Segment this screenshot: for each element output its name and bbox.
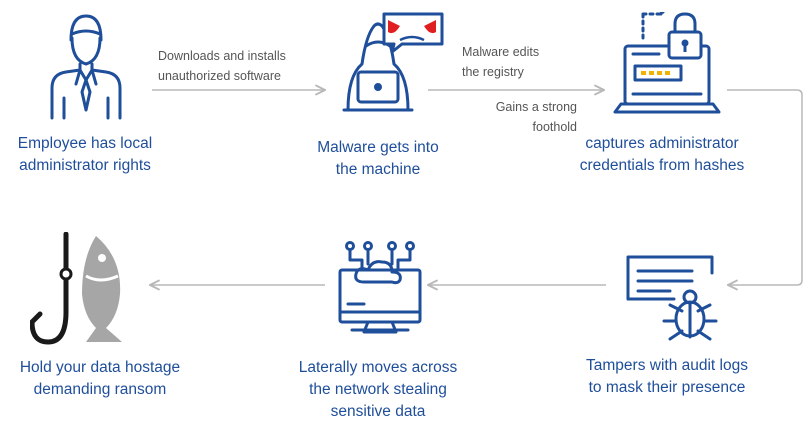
employee-icon	[50, 14, 122, 120]
node-lateral-line1: Laterally moves across	[298, 359, 458, 376]
node-malware-line1: Malware gets into	[317, 139, 439, 156]
node-ransom-line2: demanding ransom	[33, 381, 167, 398]
node-employee-label: Employee has local administrator rights	[0, 133, 170, 177]
node-employee-line1: Employee has local	[17, 135, 153, 152]
edge-label-registry-line1: Malware edits	[462, 45, 540, 59]
edge-label-downloads-line2: unauthorized software	[158, 69, 281, 83]
node-lateral-line3: sensitive data	[330, 403, 426, 420]
cloud-network-icon	[338, 241, 422, 334]
edge-label-registry-line2: the registry	[462, 65, 524, 79]
node-credentials-label: captures administrator credentials from …	[562, 133, 762, 177]
edge-label-foothold: Gains a strong foothold	[440, 97, 577, 137]
node-malware-line2: the machine	[335, 161, 421, 178]
node-ransom-label: Hold your data hostage demanding ransom	[0, 357, 200, 401]
node-credentials-line2: credentials from hashes	[579, 157, 745, 174]
node-credentials-line1: captures administrator	[585, 135, 739, 152]
node-lateral-line2: the network stealing	[309, 381, 447, 398]
edge-label-downloads: Downloads and installs unauthorized soft…	[158, 46, 308, 86]
edge-label-foothold-line2: foothold	[532, 120, 577, 134]
node-malware-label: Malware gets into the machine	[293, 137, 463, 181]
fishhook-fish-icon	[30, 232, 122, 345]
node-audit-line2: to mask their presence	[588, 379, 746, 396]
node-audit-label: Tampers with audit logs to mask their pr…	[567, 355, 767, 399]
bug-document-icon	[626, 255, 718, 341]
edge-label-downloads-line1: Downloads and installs	[158, 49, 286, 63]
laptop-lock-icon	[613, 12, 721, 114]
arrow-credentials-to-audit	[727, 89, 803, 285]
node-ransom-line1: Hold your data hostage	[19, 359, 181, 376]
node-audit-line1: Tampers with audit logs	[586, 357, 748, 374]
node-employee-line2: administrator rights	[19, 157, 151, 174]
edge-label-registry: Malware edits the registry	[462, 42, 582, 82]
node-lateral-label: Laterally moves across the network steal…	[283, 357, 473, 423]
hacker-laptop-icon	[342, 12, 444, 112]
edge-label-foothold-line1: Gains a strong	[495, 100, 577, 114]
